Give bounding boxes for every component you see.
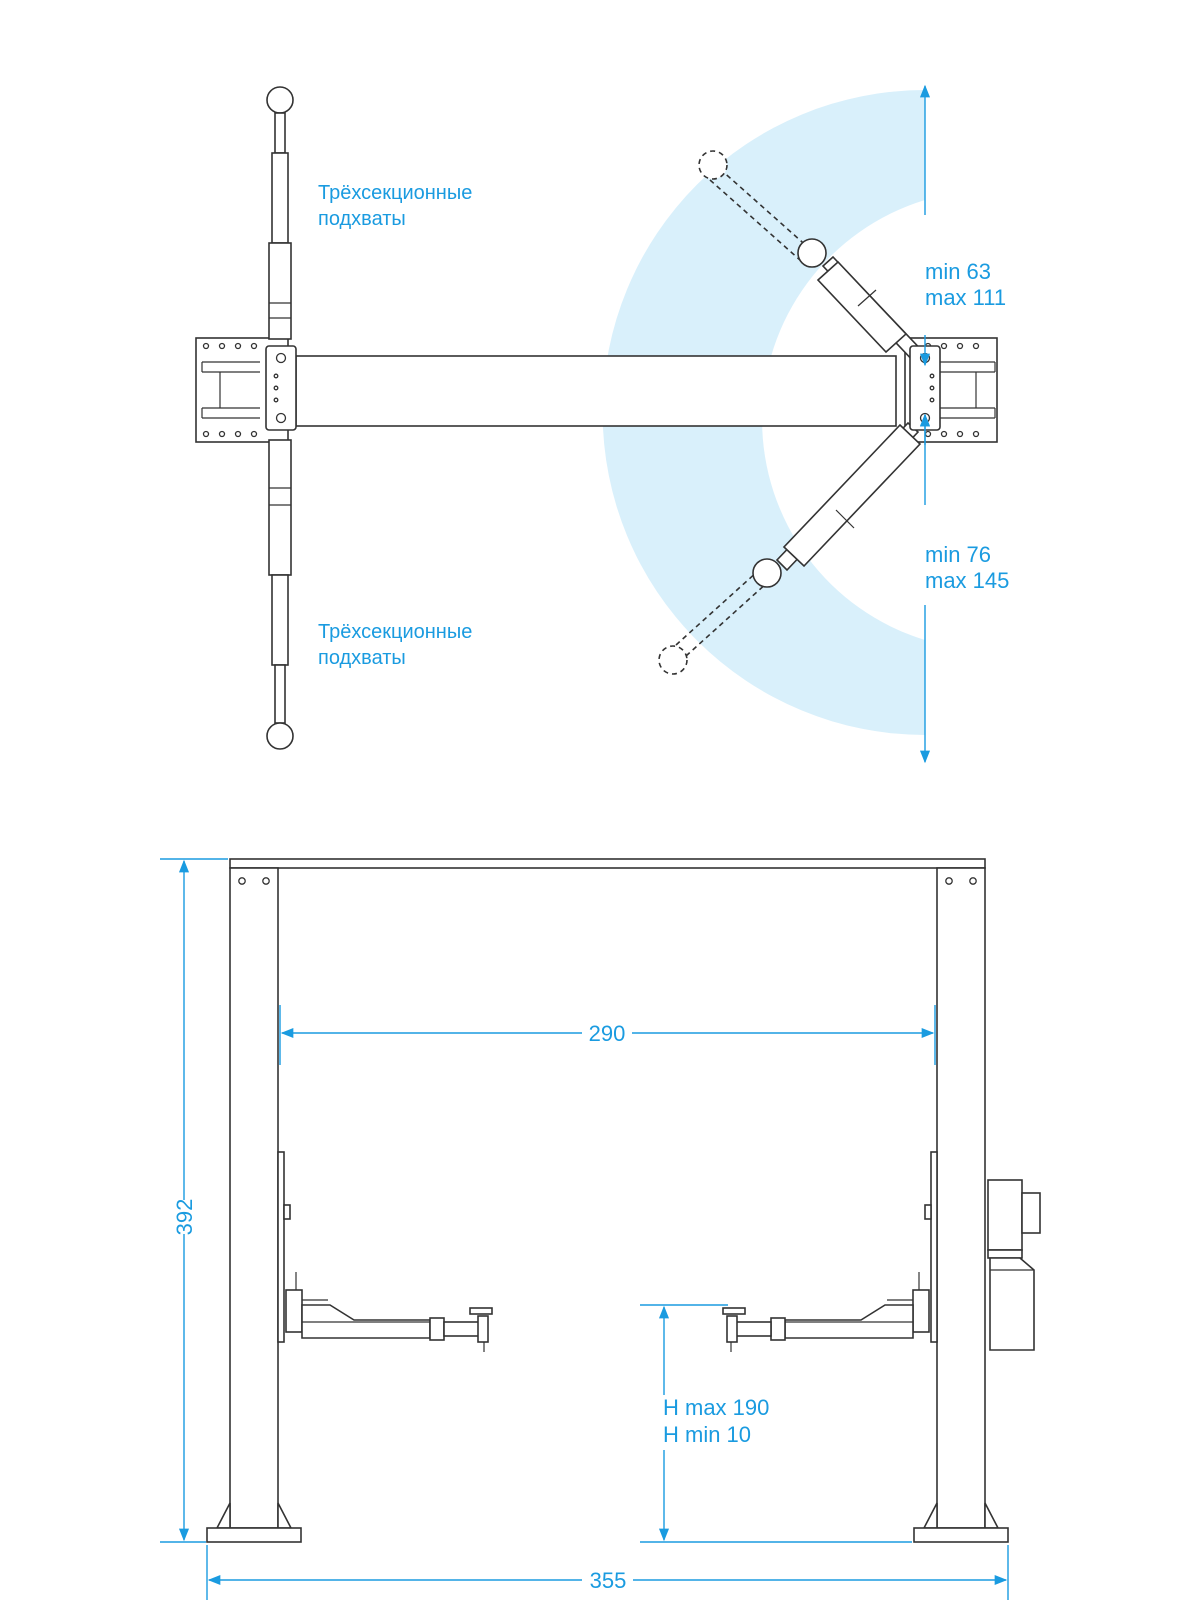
height-value: 392 [172, 1199, 197, 1236]
inner-width-value: 290 [589, 1021, 626, 1046]
arm-swing-zone [602, 90, 925, 735]
left-carriage [265, 345, 297, 431]
lower-arm-label-line2: подхваты [318, 647, 406, 669]
left-arm-lower [266, 439, 294, 750]
lower-arm-max: max 145 [925, 568, 1009, 593]
left-arm-upper [266, 86, 294, 340]
right-arm-lower [658, 421, 922, 675]
height-dimension: 392 [160, 858, 228, 1543]
inner-width-dimension: 290 [279, 1005, 936, 1065]
left-column [206, 867, 302, 1543]
right-lift-arm [722, 1151, 938, 1352]
top-view: Трёхсекционные подхваты Трёхсекционные п… [195, 84, 1009, 764]
upper-arm-label-line2: подхваты [318, 208, 406, 230]
top-beam [229, 858, 986, 869]
overall-width-dimension: 355 [206, 1545, 1009, 1600]
upper-arm-max: max 111 [925, 285, 1006, 310]
overall-width-value: 355 [590, 1568, 627, 1593]
lift-height-max: H max 190 [663, 1395, 769, 1420]
left-lift-arm [277, 1151, 493, 1352]
lift-height-dimension: H max 190 H min 10 [640, 1304, 912, 1543]
crossbeam [295, 355, 897, 427]
upper-arm-label-line1: Трёхсекционные [318, 182, 472, 204]
hydraulic-power-unit [987, 1179, 1041, 1351]
lower-arm-min: min 76 [925, 542, 991, 567]
front-view: 392 290 H max 190 H min 10 355 [160, 858, 1041, 1600]
right-arm-upper [698, 150, 930, 368]
lift-height-min: H min 10 [663, 1422, 751, 1447]
upper-arm-min: min 63 [925, 259, 991, 284]
lower-arm-label-line1: Трёхсекционные [318, 621, 472, 643]
